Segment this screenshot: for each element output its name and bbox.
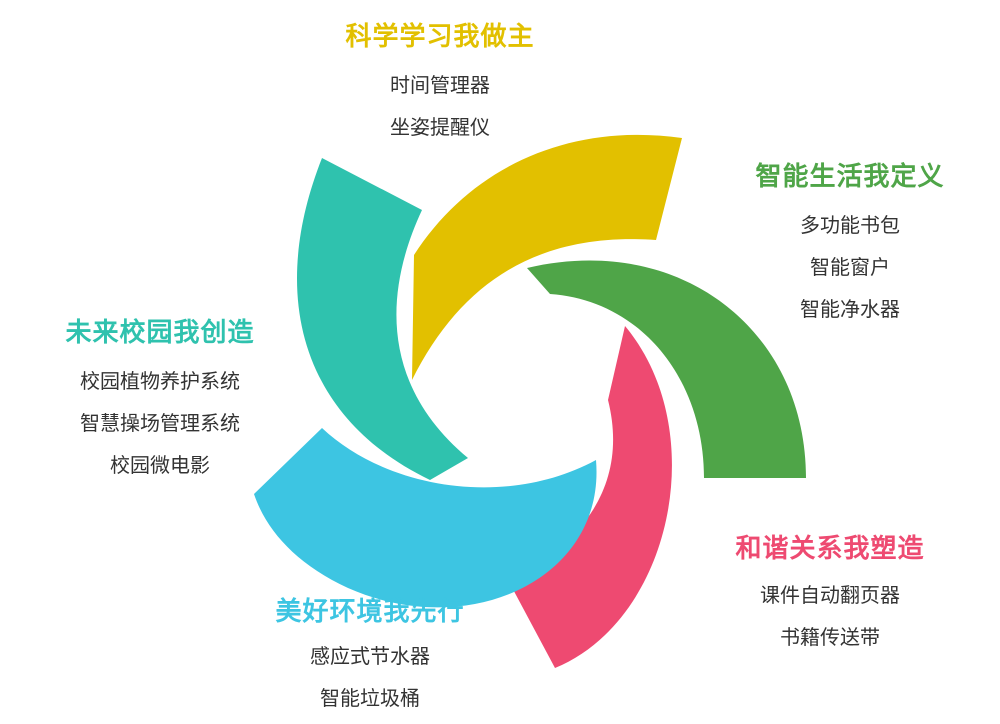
list-item: 智能窗户	[810, 255, 890, 279]
list-item: 多功能书包	[800, 213, 900, 237]
list-item: 坐姿提醒仪	[390, 115, 490, 139]
group-future-campus: 未来校园我创造 校园植物养护系统智慧操场管理系统校园微电影	[30, 316, 290, 486]
group-smart-life: 智能生活我定义 多功能书包智能窗户智能净水器	[720, 160, 980, 330]
list-item: 校园植物养护系统	[80, 369, 240, 393]
group-better-environment: 美好环境我先行 感应式节水器智能垃圾桶	[240, 595, 500, 719]
group-title: 科学学习我做主	[345, 22, 535, 52]
group-title: 未来校园我创造	[65, 318, 255, 348]
group-title: 和谐关系我塑造	[735, 534, 925, 564]
pinwheel-blade-pink	[508, 326, 672, 668]
group-items: 多功能书包智能窗户智能净水器	[720, 204, 980, 330]
group-harmonious-relations: 和谐关系我塑造 课件自动翻页器书籍传送带	[700, 532, 960, 658]
group-science-study: 科学学习我做主 时间管理器坐姿提醒仪	[310, 20, 570, 148]
group-items: 时间管理器坐姿提醒仪	[310, 64, 570, 148]
list-item: 时间管理器	[390, 73, 490, 97]
pinwheel-blade-cyan	[254, 428, 597, 608]
pinwheel-blade-yellow	[412, 134, 682, 380]
list-item: 书籍传送带	[780, 625, 880, 649]
group-items: 校园植物养护系统智慧操场管理系统校园微电影	[30, 360, 290, 486]
list-item: 智能净水器	[800, 297, 900, 321]
group-title: 美好环境我先行	[275, 597, 465, 627]
group-items: 感应式节水器智能垃圾桶	[240, 635, 500, 719]
pinwheel-blade-teal	[297, 158, 468, 480]
list-item: 智能垃圾桶	[320, 686, 420, 710]
group-title: 智能生活我定义	[755, 162, 945, 192]
list-item: 智慧操场管理系统	[80, 411, 240, 435]
list-item: 课件自动翻页器	[760, 583, 900, 607]
group-items: 课件自动翻页器书籍传送带	[700, 574, 960, 658]
list-item: 校园微电影	[110, 453, 210, 477]
pinwheel-blade-green	[527, 260, 806, 478]
list-item: 感应式节水器	[310, 644, 430, 668]
